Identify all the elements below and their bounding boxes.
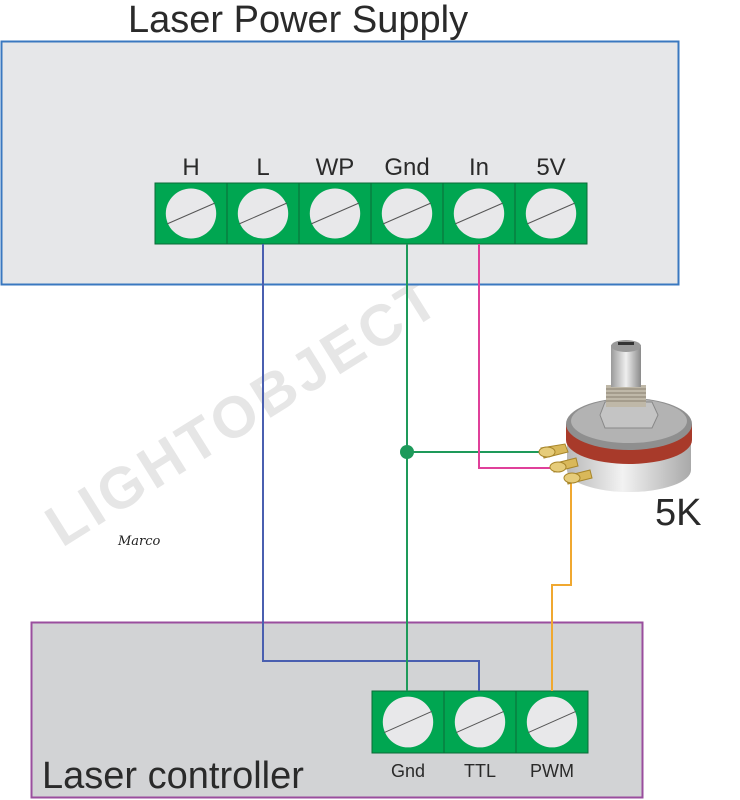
screw-slot [239, 202, 287, 225]
power-supply: Laser Power Supply H L WP Gnd In 5V [0, 0, 680, 286]
terminal-label: PWM [530, 761, 574, 781]
screw-slot [456, 711, 504, 733]
terminal-in: In [442, 154, 516, 245]
terminal-label: L [256, 154, 269, 181]
terminal-h: H [154, 154, 228, 245]
screw-slot [455, 202, 503, 225]
potentiometer: 5K [538, 340, 701, 534]
terminal-label: Gnd [384, 154, 429, 181]
watermark: LIGHTOBJECT [34, 264, 452, 559]
terminal-pwm: PWM [515, 690, 589, 781]
screw-slot [528, 711, 576, 733]
wire-in-to-pot [478, 244, 553, 469]
wires [262, 244, 572, 691]
terminal-wp: WP [298, 154, 372, 245]
power-supply-terminal-block: H L WP Gnd In 5V [154, 154, 588, 245]
screw-slot [167, 202, 215, 225]
controller-terminal-block: Gnd TTL PWM [371, 690, 589, 781]
terminal-gnd: Gnd [370, 154, 444, 245]
terminal-l: L [226, 154, 300, 245]
signature: Marco [117, 534, 161, 549]
terminal-label: In [469, 154, 489, 181]
junction-dot [400, 445, 414, 459]
screw-slot [384, 711, 432, 733]
potentiometer-value-label: 5K [655, 492, 701, 534]
terminal-5v: 5V [514, 154, 588, 245]
wire-l-to-ttl [262, 244, 480, 691]
controller-title: Laser controller [42, 755, 304, 797]
screw-slot [311, 202, 359, 225]
laser-controller: Laser controller Gnd TTL PWM [30, 621, 644, 799]
terminal-label: 5V [536, 154, 565, 181]
terminal-label: TTL [464, 761, 496, 781]
terminal-gnd: Gnd [371, 690, 445, 781]
terminal-label: Gnd [391, 761, 425, 781]
screw-slot [527, 202, 575, 225]
terminal-label: WP [316, 154, 355, 181]
power-supply-title: Laser Power Supply [128, 0, 468, 41]
screw-slot [383, 202, 431, 225]
terminal-label: H [182, 154, 199, 181]
wire-pwm-to-pot [551, 480, 572, 691]
